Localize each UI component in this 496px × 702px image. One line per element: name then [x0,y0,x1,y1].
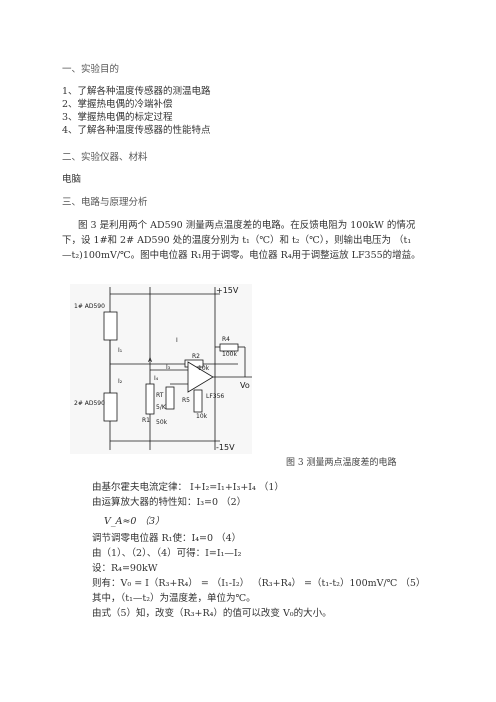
temperature-difference-circuit-diagram: +15V -15V 1# AD590 2# AD590 I₁ I₂ I R2 1… [70,284,252,454]
resistor-r4-label: R4 [222,336,230,343]
current-i4-label: I₄ [154,375,159,382]
resistor-r1-value: 50k [156,419,168,426]
objective-item-2: 2、掌握热电偶的冷端补偿 [62,99,173,110]
equation-line-3: V_A≈0 （3） [104,516,165,527]
objective-item-3: 3、掌握热电偶的标定过程 [62,112,173,123]
figure-caption: 图 3 测量两点温度差的电路 [286,458,397,468]
equation-line-9: 由式（5）知，改变（R₃+R₄）的值可以改变 V₀的大小。 [92,608,332,619]
equation-line-7: 则有：V₀ = I（R₃+R₄） = （I₁-I₂） （R₃+R₄） =（t₁-… [92,578,426,589]
equation-line-6: 设：R₄=90kW [92,563,158,574]
opamp-label: LF356 [206,393,224,400]
resistor-r2-value: 10k [198,365,210,372]
resistor-r5-label: R5 [182,397,190,404]
vminus-label: -15V [216,443,235,452]
resistor-r5-value: 10k [196,413,208,420]
resistor-r2-label: R2 [192,353,200,360]
materials-text: 电脑 [62,174,82,185]
node-a-label: A [148,357,153,364]
equation-line-8: 其中，（t₁—t₂）为温度差，单位为℃。 [92,593,256,604]
objective-item-1: 1、了解各种温度传感器的测温电路 [62,86,211,97]
section-title-materials: 二、实验仪器、材料 [62,152,148,163]
resistor-r4-value: 100k [222,351,237,358]
objective-item-4: 4、了解各种温度传感器的性能特点 [62,125,211,136]
vplus-label: +15V [216,286,239,295]
resistor-r1-label: R1 [142,417,150,424]
current-i-label: I [176,337,178,344]
section-title-objectives: 一、实验目的 [62,64,120,75]
intro-line-2: 下，设 1#和 2# AD590 处的温度分别为 t₁（℃）和 t₂（℃），则输… [62,235,412,246]
current-i1-label: I₁ [118,347,123,354]
section-title-principle: 三、电路与原理分析 [62,197,148,208]
equation-line-4: 调节调零电位器 R₁使：I₄=0 （4） [92,533,242,544]
ad590-2-label: 2# AD590 [74,400,105,407]
equation-line-5: 由（1）、（2）、（4）可得：I=I₁—I₂ [92,548,242,559]
equation-line-1: 由基尔霍夫电流定律： I+I₂=I₁+I₃+I₄ （1） [92,482,284,493]
ad590-1-label: 1# AD590 [74,303,105,310]
intro-line-3: —t₂)100mV/℃。图中电位器 R₁用于调零。电位器 R₄用于调整运放 LF… [62,250,421,261]
current-i3-label: I₃ [166,364,171,371]
current-i2-label: I₂ [118,378,123,385]
resistor-r3-value: 5/K [156,404,167,411]
equation-line-2: 由运算放大器的特性知：I₃=0 （2） [92,497,247,508]
intro-line-1: 图 3 是利用两个 AD590 测量两点温度差的电路。在反馈电阻为 100kW … [78,220,416,231]
output-vo-label: Vo [240,381,250,390]
rt-label: RT [156,392,164,399]
